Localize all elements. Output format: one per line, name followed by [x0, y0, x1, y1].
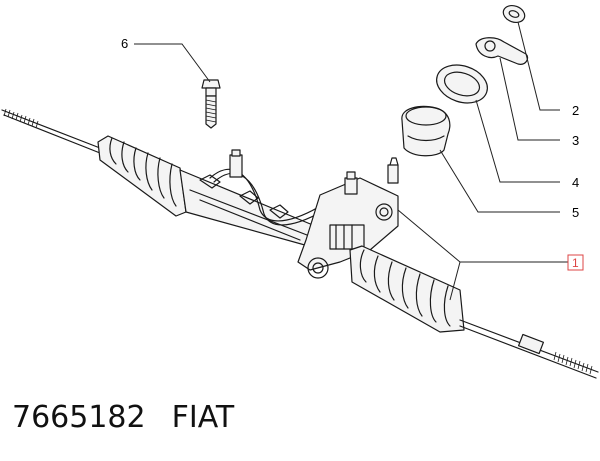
callout-2: 2 [572, 103, 579, 118]
right-tie-rod [459, 319, 599, 379]
callout-6: 6 [121, 36, 128, 51]
callouts: 6 2 3 4 5 1 [121, 36, 584, 271]
right-bellows-boot [349, 245, 465, 333]
left-bellows-boot [97, 135, 187, 217]
bolt-part [201, 79, 221, 129]
clamp-part [475, 37, 529, 65]
left-tie-rod [1, 108, 101, 154]
ring-seal-part [436, 64, 488, 104]
callout-4: 4 [572, 175, 579, 190]
callout-5: 5 [572, 205, 579, 220]
callout-1-box [567, 254, 584, 271]
callout-3: 3 [572, 133, 579, 148]
leader-lines [134, 21, 568, 301]
callout-1: 1 [572, 256, 579, 270]
brand-name: FIAT [171, 400, 235, 435]
part-number: 7665182 [12, 400, 146, 435]
part-caption: 7665182 FIAT [12, 400, 234, 435]
washer-part [502, 4, 526, 24]
seal-boot-part [401, 105, 451, 157]
rack-housing [179, 149, 335, 253]
